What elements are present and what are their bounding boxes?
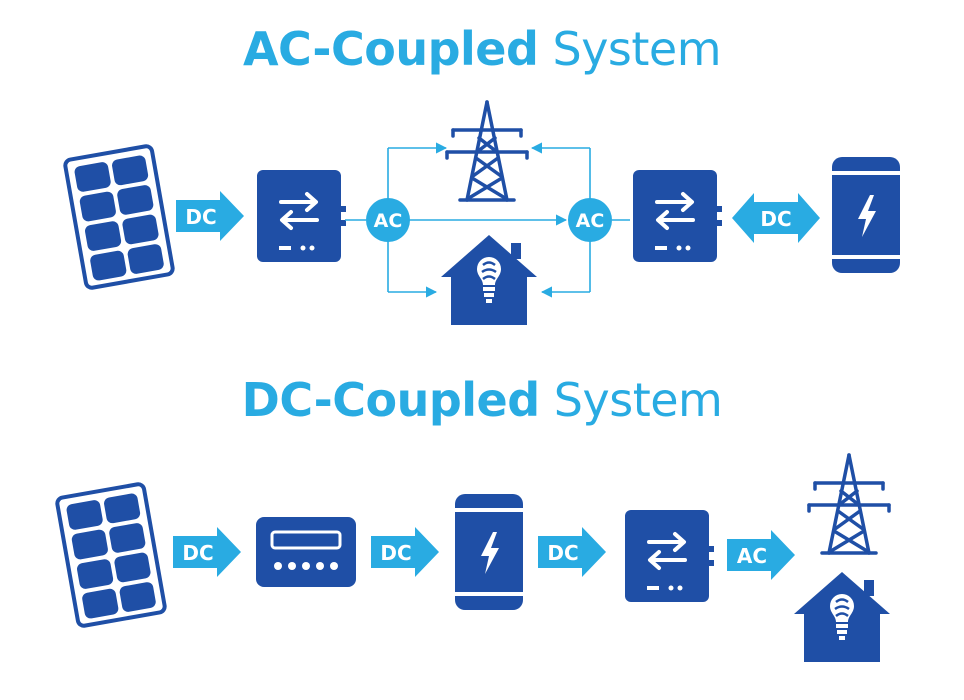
ac-node-left: AC	[366, 198, 410, 242]
ac-coupled-title: AC-Coupled System	[0, 22, 964, 76]
dc-arrow-3-label: DC	[547, 541, 578, 565]
dc-solar-panel-icon	[54, 481, 168, 629]
dc-coupled-title-regular: System	[539, 373, 723, 427]
ac-power-tower-icon	[445, 100, 529, 202]
ac-node-right-label: AC	[576, 210, 605, 232]
ac-pv-inverter-icon	[255, 168, 348, 264]
dc-inverter-icon	[623, 508, 716, 604]
dc-power-tower-icon	[807, 453, 891, 555]
dc-coupled-title-bold: DC-Coupled	[241, 373, 541, 427]
ac-battery-inverter-icon	[631, 168, 724, 264]
dc-arrow-1-label: DC	[182, 541, 213, 565]
dc-house-bulb-icon	[792, 570, 892, 664]
dc-arrow-2-label: DC	[380, 541, 411, 565]
dc-battery-icon	[455, 494, 523, 610]
ac-dc-bidirectional-label: DC	[760, 207, 791, 231]
ac-node-left-label: AC	[374, 210, 403, 232]
dc-coupled-title: DC-Coupled System	[0, 373, 964, 427]
ac-coupled-title-bold: AC-Coupled	[242, 22, 539, 76]
ac-node-right: AC	[568, 198, 612, 242]
dc-charge-controller-icon	[254, 515, 358, 589]
ac-coupled-title-regular: System	[538, 22, 722, 76]
ac-battery-icon	[832, 157, 900, 273]
ac-house-bulb-icon	[439, 233, 539, 327]
ac-dc-arrow-label: DC	[185, 205, 216, 229]
dc-ac-arrow-label: AC	[737, 544, 767, 568]
ac-solar-panel-icon	[62, 143, 176, 291]
